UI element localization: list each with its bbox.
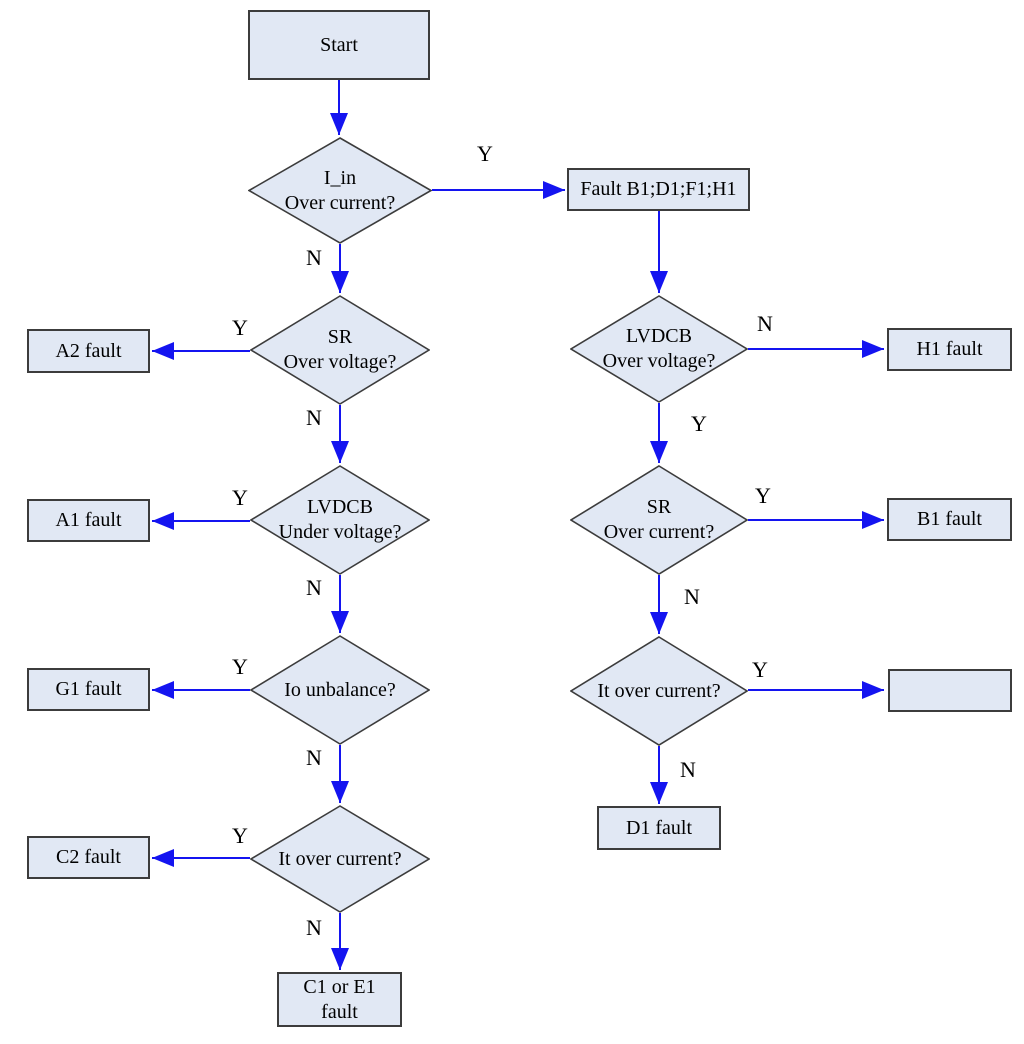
decision-io-unbalance: Io unbalance?	[250, 635, 430, 745]
diamond-shape	[250, 805, 430, 913]
edge-label-no: N	[306, 575, 322, 600]
decision-lvdcb-over-voltage: LVDCB Over voltage?	[570, 295, 748, 403]
node-c2-fault: C2 fault	[27, 836, 150, 879]
decision-line2: Under voltage?	[278, 521, 402, 543]
node-c1-or-e1-fault-line1: C1 or E1	[303, 975, 376, 998]
decision-iin-over-current-text: I_in Over current?	[248, 137, 432, 244]
decision-it-over-current-right-text: It over current?	[570, 636, 748, 746]
node-d1-fault-label: D1 fault	[625, 816, 693, 839]
diamond-polygon	[250, 805, 430, 913]
diamond-polygon	[570, 465, 748, 575]
edge-label-yes: Y	[691, 411, 707, 436]
decision-sr-over-current: SR Over current?	[570, 465, 748, 575]
decision-line2: Over current?	[603, 521, 715, 543]
decision-sr-over-voltage-text: SR Over voltage?	[250, 295, 430, 405]
decision-line1: It over current?	[597, 679, 721, 702]
node-b1-fault-label: B1 fault	[917, 508, 982, 530]
node-start-label: Start	[320, 33, 358, 56]
edge-label-yes: Y	[232, 315, 248, 340]
node-a2-fault-label: A2 fault	[55, 339, 122, 362]
decision-line1: LVDCB	[626, 325, 692, 347]
diamond-polygon	[250, 465, 430, 575]
edge-label-yes: Y	[232, 823, 248, 848]
node-h1-fault: H1 fault	[887, 328, 1012, 371]
diamond-shape	[250, 295, 430, 405]
diamond-polygon	[248, 137, 432, 244]
node-fault-b1d1f1h1-label: Fault B1;D1;F1;H1	[580, 178, 737, 200]
decision-lvdcb-under-voltage: LVDCB Under voltage?	[250, 465, 430, 575]
decision-line2: Over voltage?	[283, 351, 397, 373]
edge-label-no: N	[306, 245, 322, 270]
edge-label-no: N	[684, 584, 700, 609]
node-d1-fault: D1 fault	[597, 806, 721, 850]
edge-label-yes: Y	[232, 485, 248, 510]
decision-line1: Io unbalance?	[284, 678, 396, 701]
edge-label-no: N	[680, 757, 696, 782]
diamond-shape	[248, 137, 432, 244]
node-c1-or-e1-fault: C1 or E1 fault	[277, 972, 402, 1027]
node-start: Start	[248, 10, 430, 80]
decision-it-over-current-right: It over current?	[570, 636, 748, 746]
node-a1-fault: A1 fault	[27, 499, 150, 542]
decision-io-unbalance-text: Io unbalance?	[250, 635, 430, 745]
edge-label-yes: Y	[477, 141, 493, 166]
decision-lvdcb-under-voltage-text: LVDCB Under voltage?	[250, 465, 430, 575]
decision-line2: Over voltage?	[602, 350, 716, 372]
node-f1-fault	[888, 669, 1012, 712]
decision-lvdcb-over-voltage-text: LVDCB Over voltage?	[570, 295, 748, 403]
diamond-shape	[570, 636, 748, 746]
node-fault-b1d1f1h1: Fault B1;D1;F1;H1	[567, 168, 750, 211]
decision-line1: I_in	[323, 166, 357, 189]
edge-label-no: N	[306, 745, 322, 770]
node-h1-fault-label: H1 fault	[916, 338, 983, 360]
decision-it-over-current-left-text: It over current?	[250, 805, 430, 913]
decision-line1: SR	[327, 326, 353, 348]
decision-line1: It over current?	[278, 847, 402, 870]
edge-label-yes: Y	[752, 657, 768, 682]
diamond-polygon	[250, 295, 430, 405]
decision-sr-over-voltage: SR Over voltage?	[250, 295, 430, 405]
decision-it-over-current-left: It over current?	[250, 805, 430, 913]
edge-label-no: N	[306, 915, 322, 940]
node-c1-or-e1-fault-line2: fault	[321, 1000, 358, 1023]
decision-line1: SR	[646, 496, 672, 518]
decision-line2: Over current?	[284, 191, 396, 214]
diamond-shape	[570, 295, 748, 403]
diamond-polygon	[570, 636, 748, 746]
node-g1-fault-label: G1 fault	[55, 678, 122, 700]
diamond-shape	[570, 465, 748, 575]
node-a1-fault-label: A1 fault	[55, 509, 122, 531]
node-c2-fault-label: C2 fault	[56, 846, 121, 868]
edge-label-yes: Y	[755, 483, 771, 508]
edge-label-no: N	[757, 311, 773, 336]
decision-iin-over-current: I_in Over current?	[248, 137, 432, 244]
node-a2-fault: A2 fault	[27, 329, 150, 373]
diamond-shape	[250, 635, 430, 745]
edge-label-no: N	[306, 405, 322, 430]
decision-sr-over-current-text: SR Over current?	[570, 465, 748, 575]
decision-line1: LVDCB	[307, 496, 373, 518]
diamond-polygon	[250, 635, 430, 745]
edge-label-yes: Y	[232, 654, 248, 679]
node-b1-fault: B1 fault	[887, 498, 1012, 541]
node-g1-fault: G1 fault	[27, 668, 150, 711]
diamond-shape	[250, 465, 430, 575]
diamond-polygon	[570, 295, 748, 403]
